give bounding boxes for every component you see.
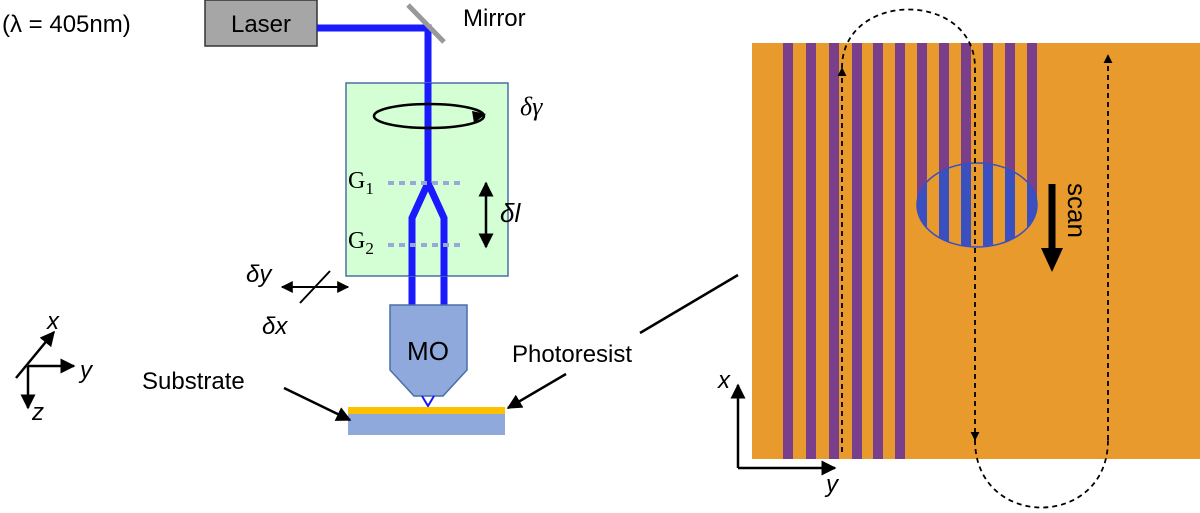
rotation-arrow: [372, 102, 486, 130]
focus-cone: [421, 395, 435, 408]
photoresist-layer: [348, 407, 505, 414]
panel-axis-x-label: x: [717, 367, 731, 394]
scan-loop-top: [841, 8, 976, 69]
scan-arrow-head: [1041, 248, 1063, 272]
mirror-label: Mirror: [463, 5, 526, 32]
laser-label: Laser: [231, 11, 291, 38]
axis-x-label: x: [46, 308, 60, 335]
photoresist-pointer: [506, 372, 567, 410]
substrate: [348, 413, 505, 435]
panel-axis-y-label: y: [824, 471, 840, 498]
coordinate-axes-panel: x y: [717, 367, 840, 498]
g1-label: G1: [348, 168, 374, 198]
interference-spot: [916, 162, 1038, 248]
laser-beam-inside: [408, 83, 448, 276]
zoom-pointer: [639, 273, 739, 335]
delta-x-arrow: [299, 270, 331, 304]
substrate-pointer: [283, 386, 352, 422]
mo-label: MO: [407, 336, 449, 366]
delta-y-label: δy: [246, 261, 273, 288]
exposure-panel: scan x y: [717, 8, 1200, 509]
wavelength-label: (λ = 405nm): [2, 11, 131, 38]
laser-source: Laser: [204, 0, 318, 47]
scan-loop-bottom: [974, 439, 1109, 509]
microscope-objective: [389, 304, 468, 397]
rotation-arrow-head: [472, 111, 486, 123]
mirror: [406, 3, 446, 44]
photoresist-label: Photoresist: [512, 341, 632, 368]
axis-y-label: y: [78, 357, 94, 384]
delta-gamma-label: δγ: [520, 92, 543, 121]
delta-x-label: δx: [262, 313, 288, 340]
substrate-label: Substrate: [142, 368, 245, 395]
laser-box: [204, 0, 318, 47]
delta-l-label: δl: [500, 198, 521, 228]
scan-paths: [837, 8, 1113, 509]
exposed-stripes: [783, 43, 1037, 459]
scan-label: scan: [1062, 183, 1092, 238]
axis-z-label: z: [31, 399, 44, 426]
photoresist-panel: [752, 43, 1200, 459]
coordinate-axes-left: x y z: [15, 308, 94, 426]
g2-label: G2: [348, 228, 374, 258]
